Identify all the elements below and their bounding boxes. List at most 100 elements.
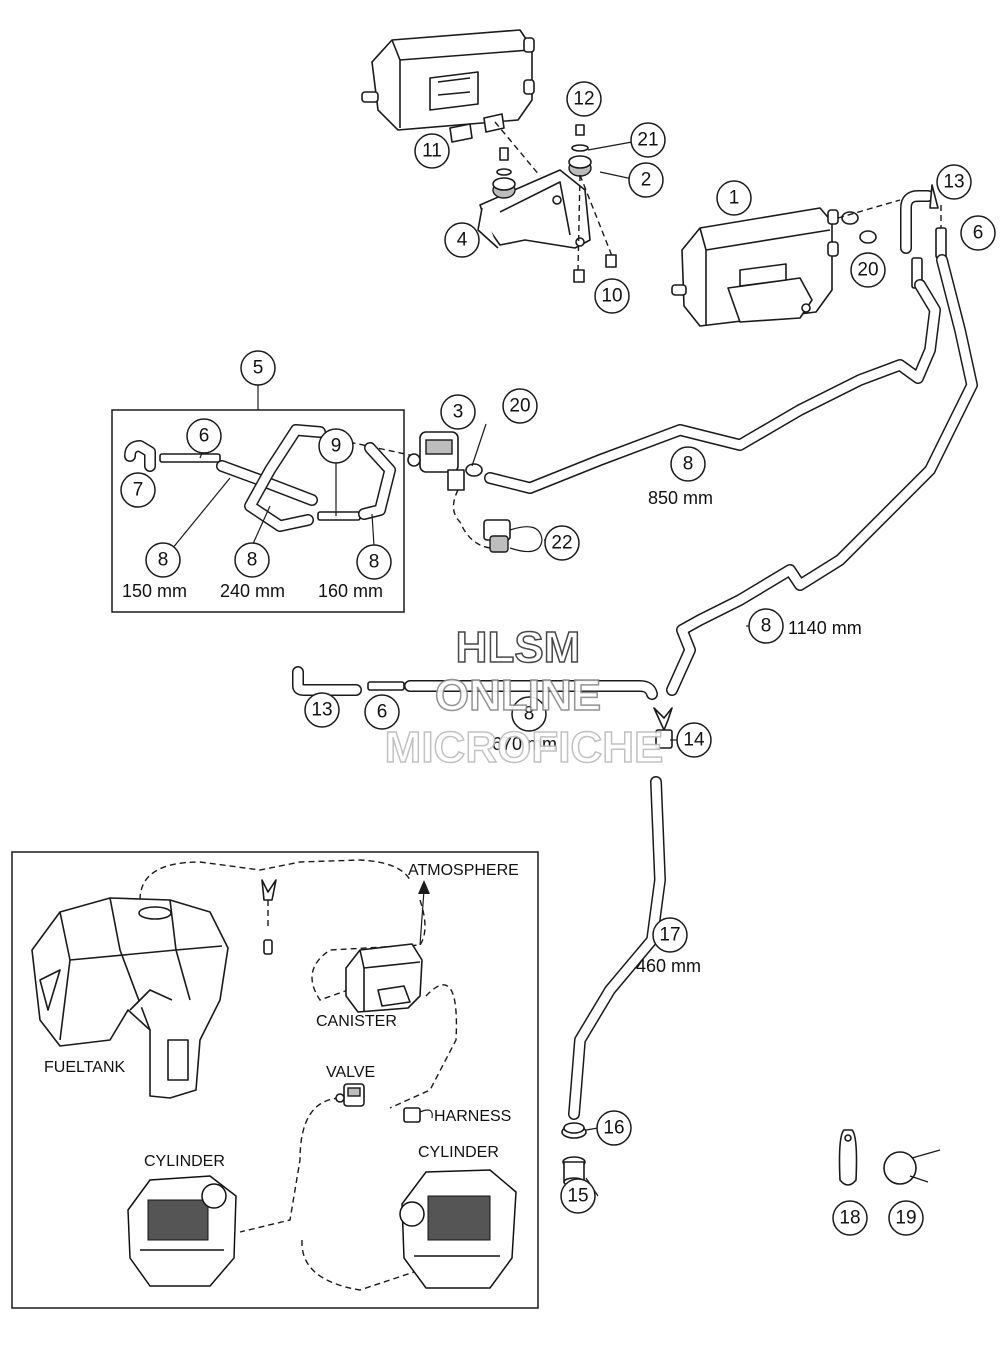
svg-text:21: 21 (637, 130, 658, 151)
svg-text:12: 12 (573, 89, 594, 110)
svg-text:8: 8 (524, 704, 535, 725)
callout-8-160: 8 (356, 544, 392, 580)
label-fueltank: FUELTANK (44, 1059, 126, 1076)
schematic-box (11, 851, 539, 1309)
schematic-tee (261, 879, 277, 955)
svg-text:18: 18 (839, 1208, 860, 1229)
callout-2: 2 (628, 162, 664, 198)
label-valve: VALVE (326, 1064, 375, 1081)
callout-11: 11 (414, 133, 450, 169)
svg-text:MICROFICHE: MICROFICHE (385, 723, 664, 772)
callout-6-box: 6 (186, 418, 222, 454)
callout-8-670: 8 (511, 696, 547, 732)
label-harness: HARNESS (434, 1108, 511, 1125)
callout-13-upper: 13 (936, 164, 972, 200)
callout-5: 5 (240, 350, 276, 386)
length-1140mm: 1140 mm (788, 618, 862, 638)
callout-20-right: 20 (850, 252, 886, 288)
purge-valve-3 (329, 431, 491, 549)
harness-22 (483, 519, 543, 553)
bracket-4 (477, 169, 591, 249)
length-670mm: 670 mm (492, 734, 557, 754)
svg-text:14: 14 (683, 730, 705, 751)
svg-text:11: 11 (422, 141, 442, 162)
label-canister: CANISTER (316, 1013, 397, 1030)
callout-8-150: 8 (145, 542, 181, 578)
length-240mm: 240 mm (220, 581, 285, 601)
callout-15: 15 (560, 1178, 596, 1214)
svg-text:17: 17 (659, 925, 680, 946)
svg-text:15: 15 (567, 1186, 588, 1207)
svg-text:6: 6 (973, 223, 984, 244)
callout-3: 3 (440, 394, 476, 430)
svg-text:8: 8 (761, 616, 772, 637)
svg-text:5: 5 (253, 358, 264, 379)
callout-19: 19 (888, 1200, 924, 1236)
length-160mm: 160 mm (318, 581, 383, 601)
callout-7: 7 (120, 472, 156, 508)
clamp-16 (561, 1122, 587, 1139)
schematic-lines (139, 859, 458, 1291)
hose-kit-parts (124, 424, 396, 532)
schematic-cylinder-left (127, 1175, 237, 1287)
svg-text:8: 8 (158, 550, 169, 571)
length-850mm: 850 mm (648, 488, 713, 508)
svg-text:13: 13 (311, 700, 332, 721)
callout-16: 16 (596, 1110, 632, 1146)
schematic-cylinder-right (399, 1169, 517, 1289)
callout-20-valve: 20 (502, 388, 538, 424)
svg-text:3: 3 (453, 402, 464, 423)
svg-text:13: 13 (943, 172, 964, 193)
callout-14: 14 (676, 722, 712, 758)
svg-text:9: 9 (331, 436, 342, 457)
svg-text:8: 8 (683, 454, 694, 475)
callout-8-1140: 8 (748, 608, 784, 644)
clamps-20-right (837, 199, 901, 244)
callout-9: 9 (318, 428, 354, 464)
elbow-13-upper (900, 184, 939, 254)
schematic-harness (403, 1107, 433, 1123)
hose-8-1140mm (666, 254, 978, 696)
length-150mm: 150 mm (122, 581, 187, 601)
svg-text:19: 19 (895, 1208, 916, 1229)
svg-text:16: 16 (603, 1118, 624, 1139)
fitting-14 (653, 707, 673, 749)
svg-text:20: 20 (509, 396, 530, 417)
callout-12: 12 (566, 81, 602, 117)
callout-10: 10 (594, 278, 630, 314)
callout-21: 21 (630, 122, 666, 158)
svg-text:2: 2 (641, 170, 652, 191)
label-cylinder-right: CYLINDER (418, 1144, 499, 1161)
watermark: HLSM ONLINE MICROFICHE (384, 622, 664, 773)
svg-text:20: 20 (857, 260, 878, 281)
schematic-valve (335, 1083, 365, 1107)
callout-8-240: 8 (234, 542, 270, 578)
label-atmosphere: ATMOSPHERE (408, 862, 519, 879)
svg-text:6: 6 (377, 702, 388, 723)
svg-text:22: 22 (551, 533, 572, 554)
canister-top-illustration (361, 29, 535, 131)
callout-18: 18 (832, 1200, 868, 1236)
svg-text:HLSM: HLSM (456, 623, 581, 672)
cap-15 (562, 1156, 586, 1187)
label-cylinder-left: CYLINDER (144, 1153, 225, 1170)
callout-17: 17 (652, 917, 688, 953)
length-460mm: 460 mm (636, 956, 701, 976)
hose-17-460mm (568, 776, 666, 1120)
canister-1-illustration (671, 207, 839, 327)
callout-8-850: 8 (670, 446, 706, 482)
tie-19 (883, 1149, 941, 1185)
callout-22: 22 (544, 525, 580, 561)
svg-text:10: 10 (601, 286, 622, 307)
atmosphere-arrow (418, 880, 430, 946)
schematic-canister (345, 943, 423, 1013)
svg-text:8: 8 (369, 552, 380, 573)
callout-6-middle: 6 (364, 694, 400, 730)
hose-8-850mm (484, 279, 941, 494)
svg-text:7: 7 (133, 480, 144, 501)
clips-11 (449, 113, 541, 177)
tie-18 (838, 1129, 858, 1186)
svg-text:6: 6 (199, 426, 210, 447)
grommets-2 (492, 124, 617, 283)
